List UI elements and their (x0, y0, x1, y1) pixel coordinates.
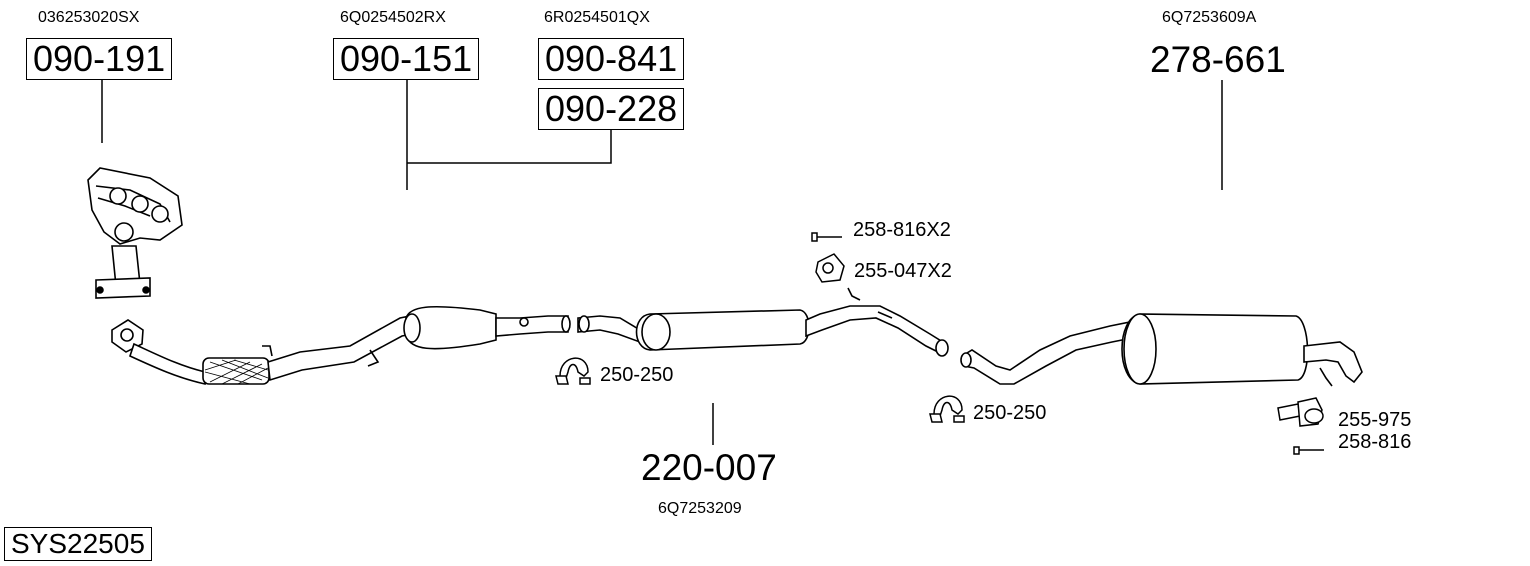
fitting-bolt-top[interactable]: 258-816X2 (853, 219, 951, 241)
part-number-rear-cat-a[interactable]: 090-841 (538, 38, 685, 80)
manifold-part (87, 167, 183, 299)
system-code: SYS22505 (4, 527, 152, 561)
fitting-bracket-rear[interactable]: 255-975 (1338, 409, 1412, 431)
leader-rear-cat (407, 129, 612, 164)
part-number-rear-cat-b[interactable]: 090-228 (538, 88, 685, 130)
front-cat-body (403, 305, 571, 350)
fitting-clamp-left[interactable]: 250-250 (600, 364, 674, 386)
oe-number-manifold: 036253020SX (38, 9, 140, 26)
oe-number-rear: 6Q7253609A (1162, 9, 1257, 26)
fitting-clamp-right[interactable]: 250-250 (973, 402, 1047, 424)
part-number-manifold[interactable]: 090-191 (26, 38, 173, 80)
oe-number-rear-cat: 6R0254501QX (544, 9, 650, 26)
oe-number-front-cat: 6Q0254502RX (340, 9, 446, 26)
rubber-top-shape (815, 253, 845, 283)
oe-number-centre: 6Q7253209 (658, 500, 742, 517)
centre-silencer-body (577, 287, 949, 357)
bolt-top-shape (811, 232, 842, 242)
part-number-front-cat[interactable]: 090-151 (333, 38, 480, 80)
bracket-rear-shape (1277, 397, 1324, 427)
fitting-bolt-rear[interactable]: 258-816 (1338, 431, 1412, 453)
part-number-centre-silencer[interactable]: 220-007 (641, 447, 777, 488)
rear-silencer-body (960, 313, 1363, 387)
front-pipe (111, 315, 413, 385)
fitting-rubber-top[interactable]: 255-047X2 (854, 260, 952, 282)
clamp-right-shape (929, 395, 965, 423)
clamp-left-shape (555, 357, 591, 385)
part-number-rear-silencer[interactable]: 278-661 (1150, 39, 1286, 80)
bolt-rear-shape (1293, 446, 1324, 455)
